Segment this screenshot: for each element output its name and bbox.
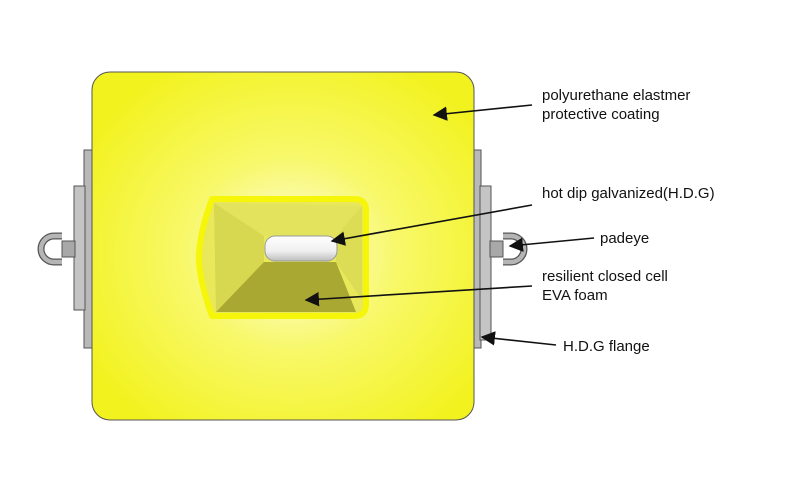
right-flange [471,149,492,349]
label-coating-line1: polyurethane elastmer [542,87,690,104]
label-foam-line1: resilient closed cell [542,268,668,285]
arrow-coating [432,104,533,121]
label-flange: H.D.G flange [563,338,650,355]
label-padeye: padeye [600,230,649,247]
label-coating-line2: protective coating [542,106,660,123]
right-padeye [489,232,528,266]
left-flange [73,149,94,349]
label-foam-line2: EVA foam [542,287,608,304]
left-padeye [37,232,76,266]
arrow-flange [480,331,557,346]
arrow-padeye [508,237,595,252]
hdg-steel-pipe [264,235,338,262]
arrow-foam [304,285,533,307]
leader-arrows [304,104,595,346]
label-galvanized: hot dip galvanized(H.D.G) [542,185,715,202]
arrow-galvanized [330,204,533,246]
